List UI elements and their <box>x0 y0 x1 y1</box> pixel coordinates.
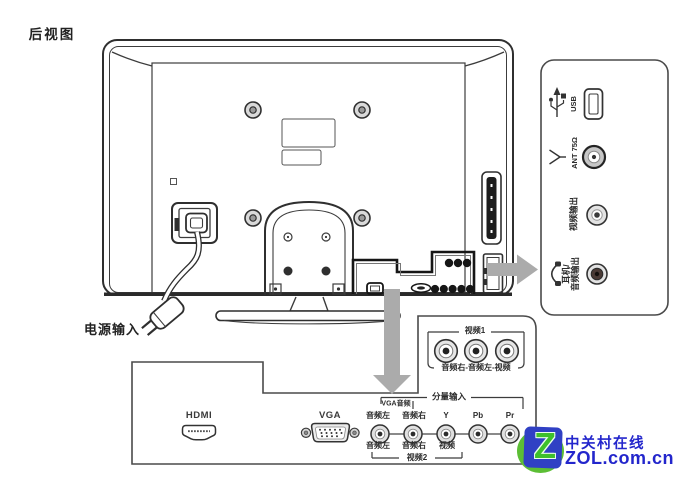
vga-screws <box>300 427 360 438</box>
headphone-audio-out-label: 耳机/ 音频输出 <box>561 256 580 292</box>
component-bracket <box>380 396 524 409</box>
tv-label-plate <box>170 118 336 185</box>
page-title: 后视图 <box>28 26 76 42</box>
component-jacks <box>370 424 520 444</box>
bottom-panel <box>131 315 537 465</box>
component-input-label: 分量输入 <box>431 391 467 402</box>
jack-label-y: Y <box>443 410 449 420</box>
connector-recess <box>351 250 476 295</box>
tv-screws <box>244 101 371 227</box>
jack-label-pb: Pb <box>472 410 484 420</box>
hdmi-label: HDMI <box>185 410 213 422</box>
rca-jack <box>403 424 423 444</box>
vga-port <box>310 422 351 443</box>
arrow-down <box>373 289 411 394</box>
ant-jack <box>581 144 607 170</box>
zol-logo-z: Z <box>534 425 556 466</box>
rca-jack <box>500 424 520 444</box>
ac-inlet <box>171 202 218 244</box>
jack-label-audio-left-bottom: 音频左 <box>366 440 390 450</box>
vga-label: VGA <box>318 410 342 422</box>
jack-row-dots <box>430 258 475 294</box>
jack-label-pr: Pr <box>505 410 515 420</box>
video1-title: 视频1 <box>464 325 486 335</box>
side-slot-connector <box>481 171 502 245</box>
jack-label-audio-left-top: 音频左 <box>366 410 390 420</box>
av-oval-port <box>410 283 432 293</box>
headphone-icon <box>550 261 561 286</box>
rca-jack <box>433 338 459 364</box>
zol-site-name: 中关村在线 <box>565 436 645 452</box>
video-out-label: 视频输出 <box>568 196 579 232</box>
power-input-label: 电源输入 <box>83 322 141 338</box>
stand-mount <box>264 200 354 295</box>
antenna-icon <box>549 149 566 165</box>
usb-port <box>583 88 604 120</box>
arrow-right <box>487 254 538 285</box>
zol-watermark: Z 中关村在线 ZOL.com.cn <box>515 424 673 484</box>
video1-jacks <box>433 338 520 364</box>
hdmi-port <box>181 424 217 441</box>
zol-site-domain: ZOL.com.cn <box>565 448 673 468</box>
mini-usb-port <box>366 282 384 295</box>
rca-jack <box>494 338 520 364</box>
headphone-label-line2: 音频输出 <box>570 256 580 292</box>
usb-icon <box>549 87 566 117</box>
video1-frame <box>427 331 525 369</box>
audio-out-jack <box>586 263 608 285</box>
usb-label: USB <box>569 96 579 112</box>
ant-label: ANT 75Ω <box>570 137 580 169</box>
jack-label-audio-right-top: 音频右 <box>402 410 426 420</box>
video1-jacks-label: 音频右-音频左-视频 <box>439 362 513 373</box>
rca-jack <box>436 424 456 444</box>
power-cable <box>161 231 202 303</box>
rca-jack <box>370 424 390 444</box>
tv-bottom-edge <box>104 292 512 296</box>
power-plug <box>141 296 185 336</box>
video2-bracket <box>371 452 463 459</box>
video2-label: 视频2 <box>406 452 428 462</box>
tv-stand <box>215 296 401 325</box>
rca-jack <box>468 424 488 444</box>
vga-audio-label: VGA音频 <box>381 400 411 408</box>
tv-body <box>102 39 514 296</box>
jack-label-video-bottom: 视频 <box>439 440 455 450</box>
side-panel <box>540 59 669 316</box>
jack-label-audio-right-bottom: 音频右 <box>402 440 426 450</box>
rca-jack <box>463 338 489 364</box>
video-out-jack <box>586 204 608 226</box>
